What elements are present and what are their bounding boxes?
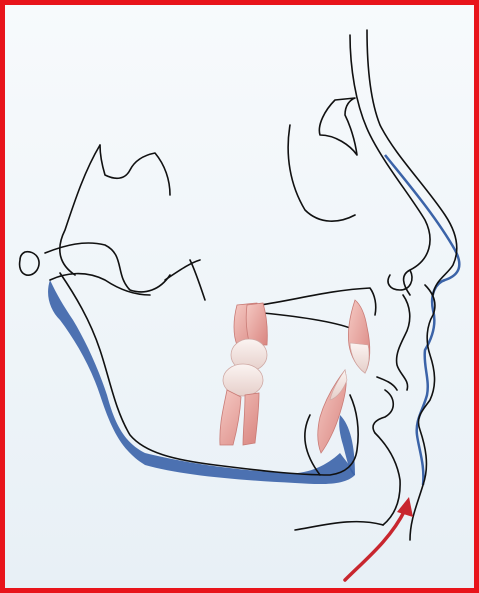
- cephalometric-tracing: [5, 5, 474, 588]
